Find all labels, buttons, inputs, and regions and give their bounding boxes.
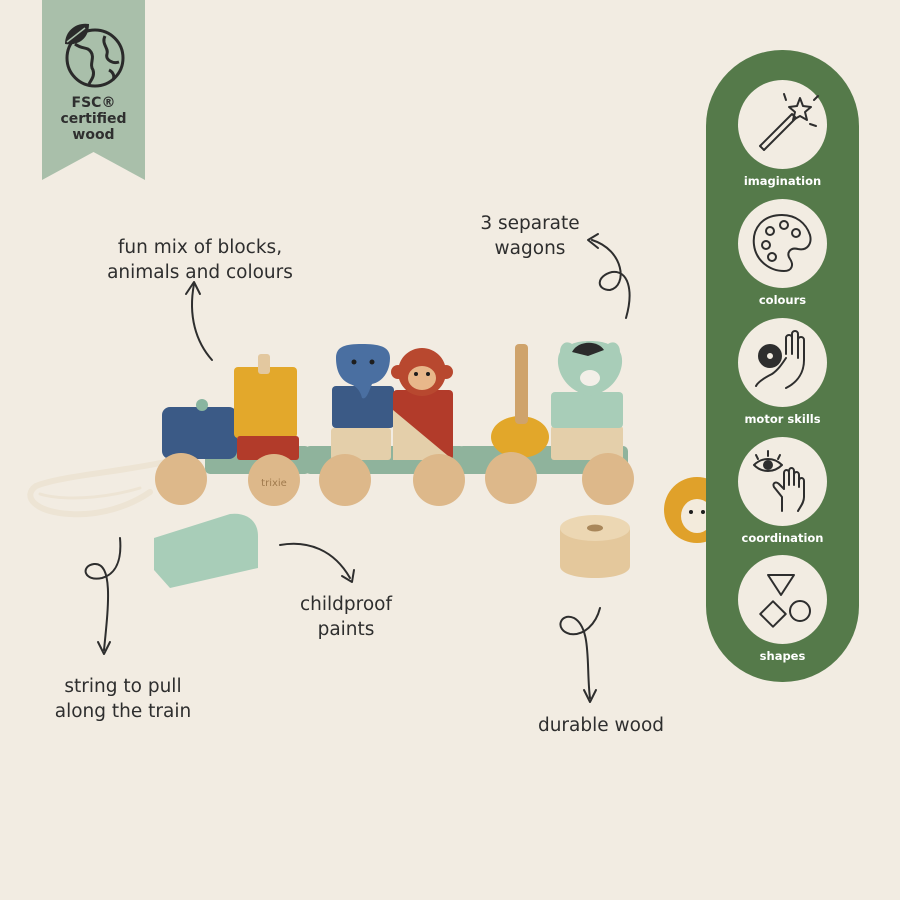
label-separate-wagons-line-2: wagons bbox=[494, 238, 566, 259]
arrow-wagons bbox=[591, 239, 631, 319]
brand-engraving: trixie bbox=[261, 478, 287, 489]
monkey-ear-right bbox=[439, 365, 453, 379]
label-fun-mix: fun mix of blocks, animals and colours bbox=[95, 235, 305, 285]
red-block bbox=[237, 436, 299, 460]
fsc-text: FSC® certified wood bbox=[42, 95, 145, 143]
fsc-line-2: certified bbox=[60, 111, 127, 127]
label-separate-wagons: 3 separate wagons bbox=[460, 211, 600, 261]
engine-block bbox=[162, 407, 237, 459]
bear-cap bbox=[572, 342, 604, 356]
benefit-shapes-label: shapes bbox=[759, 649, 806, 663]
benefit-coordination-label: coordination bbox=[741, 531, 824, 545]
benefits-panel: imagination colours bbox=[706, 50, 859, 682]
pull-string bbox=[27, 459, 168, 518]
label-fun-mix-line-2: animals and colours bbox=[107, 262, 293, 283]
fsc-line-1: FSC® bbox=[71, 95, 116, 111]
benefit-imagination-label: imagination bbox=[743, 174, 822, 188]
palette-icon bbox=[752, 214, 812, 272]
label-fun-mix-line-1: fun mix of blocks, bbox=[117, 237, 283, 258]
elephant-eye-left bbox=[351, 359, 357, 365]
bear-snout bbox=[580, 370, 600, 386]
benefit-imagination-circle bbox=[738, 80, 827, 169]
wheels bbox=[155, 452, 634, 506]
benefit-motor-skills-label: motor skills bbox=[744, 412, 821, 426]
arrow-string bbox=[84, 537, 122, 651]
label-string: string to pull along the train bbox=[38, 674, 208, 724]
monkey-eye-right bbox=[426, 372, 430, 376]
monkey-ear-left bbox=[391, 365, 405, 379]
mint-arch-block bbox=[154, 513, 258, 588]
arrow-wood bbox=[559, 607, 601, 699]
wood-triangle bbox=[393, 410, 453, 460]
arrow-mix bbox=[191, 283, 213, 361]
label-string-line-2: along the train bbox=[54, 701, 192, 722]
eye-and-hand-icon bbox=[753, 450, 805, 512]
leaf-globe-icon bbox=[65, 23, 125, 88]
benefit-motor-skills-circle bbox=[738, 318, 827, 407]
wood-block-2 bbox=[551, 426, 623, 460]
arrow-paints bbox=[279, 542, 351, 579]
fsc-line-3: wood bbox=[72, 127, 115, 143]
label-durable-wood: durable wood bbox=[520, 713, 682, 738]
benefit-colours-circle bbox=[738, 199, 827, 288]
bear-head bbox=[557, 341, 623, 396]
monkey-eye-left bbox=[414, 372, 418, 376]
label-string-line-1: string to pull bbox=[64, 676, 182, 697]
yellow-ring bbox=[491, 416, 549, 458]
benefit-coordination-circle bbox=[738, 437, 827, 526]
monkey-face bbox=[408, 366, 436, 390]
benefit-colours-label: colours bbox=[758, 293, 807, 307]
wood-peg-1 bbox=[258, 354, 270, 374]
elephant-head bbox=[336, 344, 390, 399]
fsc-badge: FSC® certified wood bbox=[42, 0, 145, 180]
label-childproof-paints-line-2: paints bbox=[317, 619, 375, 640]
wood-block-1 bbox=[331, 428, 391, 460]
label-childproof-paints-line-1: childproof bbox=[299, 594, 392, 615]
hand-with-ring-icon bbox=[755, 330, 805, 389]
yellow-cube bbox=[234, 367, 297, 438]
wood-disc bbox=[560, 515, 630, 578]
benefit-shapes-circle bbox=[738, 555, 827, 644]
shapes-icon bbox=[759, 574, 811, 628]
label-durable-wood-line-1: durable wood bbox=[537, 715, 665, 736]
magic-wand-icon bbox=[759, 93, 819, 151]
wood-peg-2 bbox=[515, 344, 528, 424]
blue-block bbox=[332, 386, 394, 428]
engine-chimney bbox=[196, 399, 208, 411]
label-childproof-paints: childproof paints bbox=[280, 592, 412, 642]
label-separate-wagons-line-1: 3 separate bbox=[480, 213, 580, 234]
mint-block bbox=[551, 392, 623, 428]
elephant-eye-right bbox=[369, 359, 375, 365]
